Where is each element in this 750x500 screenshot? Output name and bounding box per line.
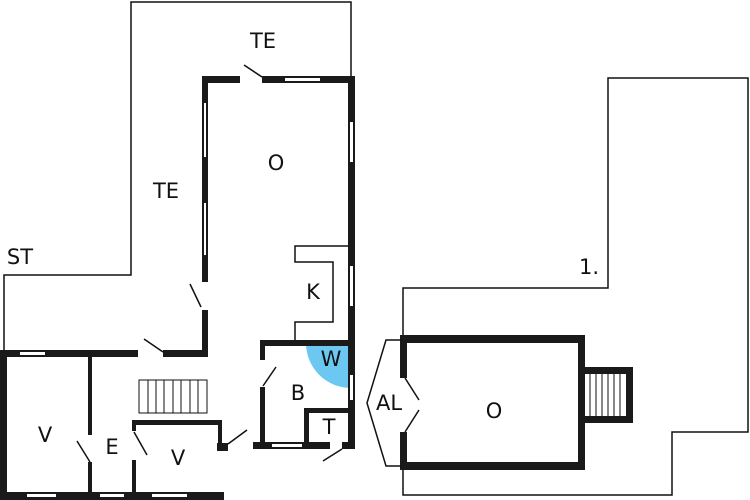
label-st: ST [7, 245, 33, 269]
label-living-main: O [268, 151, 285, 175]
label-toilet: T [322, 415, 336, 439]
staircase-annex [589, 374, 621, 416]
label-w: W [321, 347, 342, 371]
label-terrace-left: TE [152, 179, 179, 203]
kitchen-counter [294, 245, 349, 340]
label-floor-number: 1. [579, 255, 599, 279]
label-bedroom-right: V [171, 446, 186, 470]
main-building-walls [0, 76, 355, 500]
al-outline [366, 339, 402, 467]
staircase-left [138, 379, 208, 414]
w-area [306, 343, 351, 388]
label-bathroom: B [291, 381, 305, 405]
label-living-annex: O [486, 399, 503, 423]
label-bedroom-left: V [38, 423, 53, 447]
label-kitchen: K [306, 280, 321, 304]
terrace-outline-right [402, 77, 749, 496]
doors [76, 64, 420, 463]
label-al: AL [376, 391, 402, 415]
terrace-outline-left [3, 1, 352, 352]
label-entrance: E [105, 435, 118, 459]
label-terrace-top: TE [249, 29, 276, 53]
annex-walls [400, 335, 633, 470]
